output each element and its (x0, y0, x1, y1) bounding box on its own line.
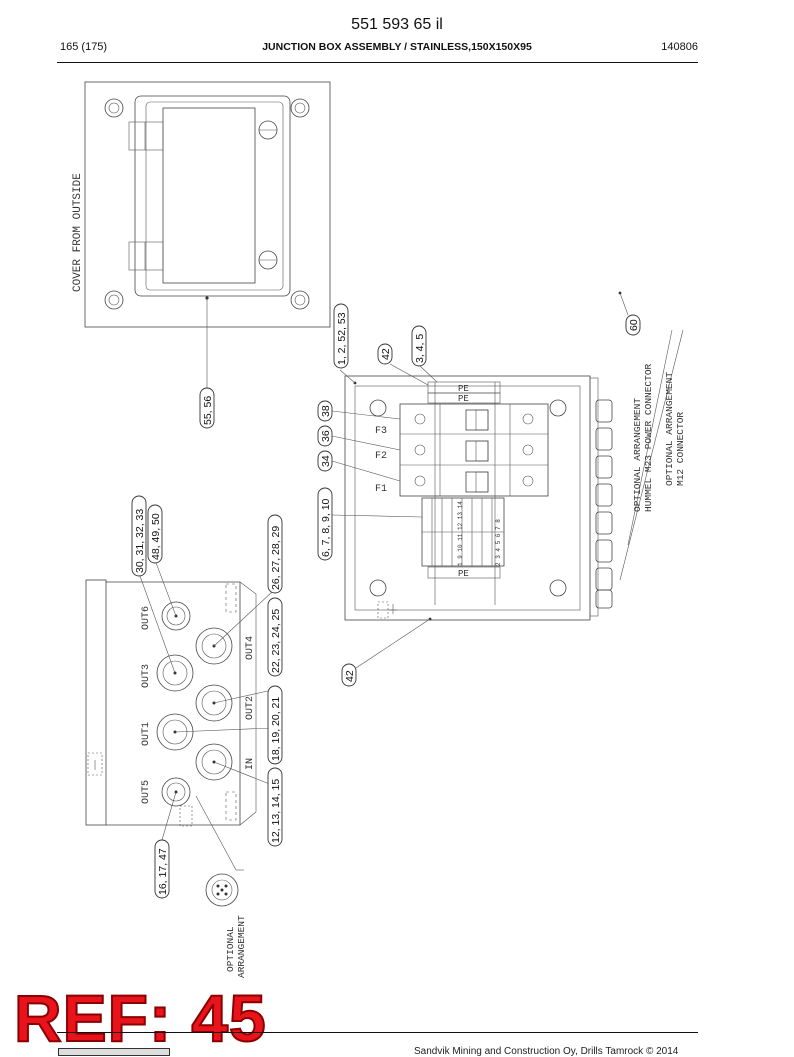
callout-26-27-28-29: 26, 27, 28, 29 (267, 514, 283, 594)
callout-22-23-24-25: 22, 23, 24, 25 (267, 597, 283, 677)
svg-text:16, 17, 47: 16, 17, 47 (157, 848, 169, 895)
callout-38: 38 (317, 400, 333, 422)
side-ground-icon (87, 752, 103, 776)
svg-text:55, 56: 55, 56 (202, 396, 214, 425)
svg-text:3, 4, 5: 3, 4, 5 (414, 334, 426, 363)
svg-text:12, 13, 14, 15: 12, 13, 14, 15 (270, 779, 282, 843)
port-out3-icon (156, 654, 194, 692)
cover-view: COVER FROM OUTSIDE (72, 81, 331, 390)
svg-text:1, 2, 52, 53: 1, 2, 52, 53 (336, 312, 348, 365)
terminal-block (421, 497, 505, 567)
side-view (85, 579, 257, 827)
terminal-bottom-numbers: 2 3 4 5 6 7 8 (495, 519, 502, 566)
footer-copyright: Sandvik Mining and Construction Oy, Dril… (414, 1046, 679, 1057)
callout-42-top: 42 (377, 343, 393, 365)
svg-text:30, 31, 32, 33: 30, 31, 32, 33 (134, 509, 146, 573)
pe-label-top2: PE (458, 394, 469, 404)
svg-text:36: 36 (320, 430, 332, 442)
svg-text:42: 42 (380, 348, 392, 360)
terminal-top-numbers: 1 9 10 11 12 13 14 (457, 501, 464, 566)
port-out1-label: OUT1 (141, 722, 152, 746)
optional-small-line2: ARRANGEMENT (236, 915, 247, 978)
optional-hummel-line1: OPTIONAL ARRANGEMENT (632, 398, 643, 512)
port-out5-label: OUT5 (141, 780, 152, 804)
port-in-label: IN (245, 758, 256, 770)
cover-label: COVER FROM OUTSIDE (72, 173, 84, 292)
callout-60: 60 (625, 314, 641, 336)
page-number: 165 (175) (60, 41, 108, 53)
breaker-f3-label: F3 (375, 426, 387, 437)
port-out4-label: OUT4 (245, 636, 256, 660)
page-title: JUNCTION BOX ASSEMBLY / STAINLESS,150X15… (262, 41, 532, 53)
svg-text:18, 19, 20, 21: 18, 19, 20, 21 (270, 697, 282, 761)
port-out4-icon (195, 627, 233, 665)
callout-30-31-32-33: 30, 31, 32, 33 (131, 495, 147, 577)
port-out3-label: OUT3 (141, 664, 152, 688)
callout-6-7-8-9-10: 6, 7, 8, 9, 10 (317, 487, 333, 561)
optional-hummel-line2: HUMMEL M23 POWER CONNECTOR (643, 363, 654, 512)
svg-text:42: 42 (344, 670, 356, 682)
pe-label-bottom: PE (458, 569, 469, 579)
callout-3-4-5: 3, 4, 5 (411, 325, 427, 367)
callout-1-2-52-53: 1, 2, 52, 53 (333, 303, 349, 369)
svg-text:26, 27, 28, 29: 26, 27, 28, 29 (270, 526, 282, 590)
svg-text:60: 60 (628, 319, 640, 331)
port-out6-label: OUT6 (141, 606, 152, 630)
doc-date: 140806 (661, 41, 698, 53)
optional-m12-line1: OPTIONAL ARRANGEMENT (664, 372, 675, 486)
svg-text:6, 7, 8, 9, 10: 6, 7, 8, 9, 10 (320, 498, 332, 557)
callout-16-17-47: 16, 17, 47 (154, 839, 170, 899)
port-out6-icon (161, 601, 191, 631)
footer-logo (58, 1048, 170, 1056)
internal-view: PE PE F3 F2 F1 (344, 291, 684, 621)
breaker-f2-label: F2 (375, 451, 387, 462)
part-code: 551 593 65 il (351, 16, 443, 33)
callout-12-13-14-15: 12, 13, 14, 15 (267, 767, 283, 847)
breaker-f1-label: F1 (375, 484, 387, 495)
optional-small-line1: OPTIONAL (225, 926, 236, 972)
ref-watermark: REF: 45 (13, 981, 267, 1055)
header-rule (57, 62, 698, 63)
optional-m12-line2: M12 CONNECTOR (675, 412, 686, 486)
callout-34: 34 (317, 450, 333, 472)
callout-42-bottom: 42 (341, 663, 357, 687)
m12-connector-icon (205, 873, 239, 907)
cover-screw-icon (104, 98, 310, 310)
svg-text:22, 23, 24, 25: 22, 23, 24, 25 (270, 609, 282, 673)
ground-icon (377, 601, 397, 619)
breaker-block (399, 403, 549, 497)
side-connectors (589, 377, 613, 617)
svg-text:48, 49, 50: 48, 49, 50 (150, 513, 162, 560)
footer-rule (57, 1032, 698, 1033)
callout-55-56: 55, 56 (199, 387, 215, 429)
svg-text:38: 38 (320, 405, 332, 417)
port-out5-icon (161, 777, 191, 807)
callout-36: 36 (317, 425, 333, 447)
svg-text:34: 34 (320, 455, 332, 467)
port-out2-label: OUT2 (245, 696, 256, 720)
pe-label-top: PE (458, 384, 469, 394)
callout-48-49-50: 48, 49, 50 (147, 504, 163, 564)
callout-18-19-20-21: 18, 19, 20, 21 (267, 685, 283, 765)
